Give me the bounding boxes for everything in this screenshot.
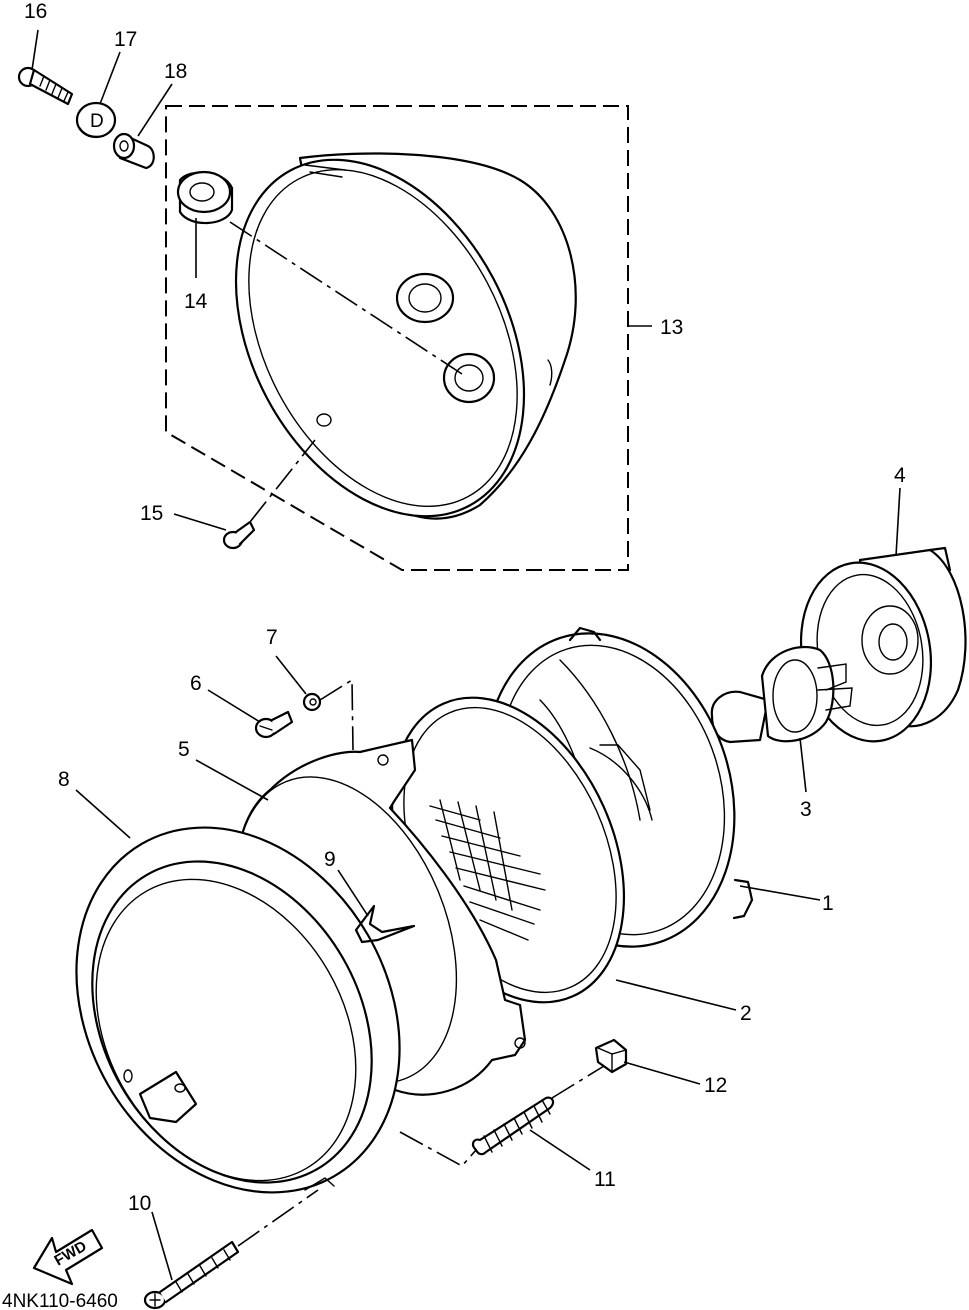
svg-text:D: D [90, 111, 104, 132]
callout-8: 8 [58, 768, 70, 791]
leader-lines [31, 29, 901, 1281]
screw-10 [143, 1240, 240, 1310]
washer-7 [302, 692, 322, 712]
assembly-13-dashed-outline [165, 105, 629, 571]
callout-3: 3 [800, 798, 812, 821]
headlight-rim-8 [75, 826, 401, 1194]
collar-18 [112, 132, 155, 170]
diagram-code: 4NK110-6460 [2, 1291, 118, 1310]
spring-11 [471, 1096, 555, 1156]
callout-10: 10 [128, 1192, 151, 1215]
alignment-line-spring-rim [399, 1131, 477, 1168]
screw-6 [254, 710, 294, 739]
cap-17: D [75, 101, 117, 139]
alignment-line-washer [319, 678, 354, 751]
bulb-3 [710, 645, 853, 744]
callout-4: 4 [894, 464, 906, 487]
headlight-housing [234, 152, 577, 520]
callout-15: 15 [140, 502, 163, 525]
alignment-line-screw [249, 439, 316, 523]
nut-12 [594, 1038, 628, 1074]
alignment-line-spring-nut [551, 1065, 605, 1099]
screw-15 [222, 520, 256, 550]
callout-labels: 16 17 18 14 13 15 4 7 6 5 8 3 9 1 2 12 1… [24, 0, 906, 1215]
fwd-arrow-icon: FWD [32, 1228, 104, 1286]
callout-11: 11 [594, 1168, 616, 1191]
callout-12: 12 [704, 1074, 727, 1097]
callout-7: 7 [266, 626, 278, 649]
callout-5: 5 [178, 738, 190, 761]
alignment-line-grommet [229, 221, 463, 375]
grommet-14 [176, 170, 234, 225]
alignment-line-screw-10 [237, 1189, 319, 1247]
callout-16: 16 [24, 0, 47, 23]
callout-18: 18 [164, 60, 187, 83]
callout-2: 2 [740, 1002, 752, 1025]
callout-6: 6 [190, 672, 202, 695]
callout-1: 1 [822, 892, 834, 915]
callout-14: 14 [184, 290, 208, 313]
bolt-16 [17, 66, 74, 106]
callout-9: 9 [324, 848, 336, 871]
callout-13: 13 [660, 316, 683, 339]
clip-9 [354, 904, 416, 944]
callout-17: 17 [114, 28, 137, 51]
